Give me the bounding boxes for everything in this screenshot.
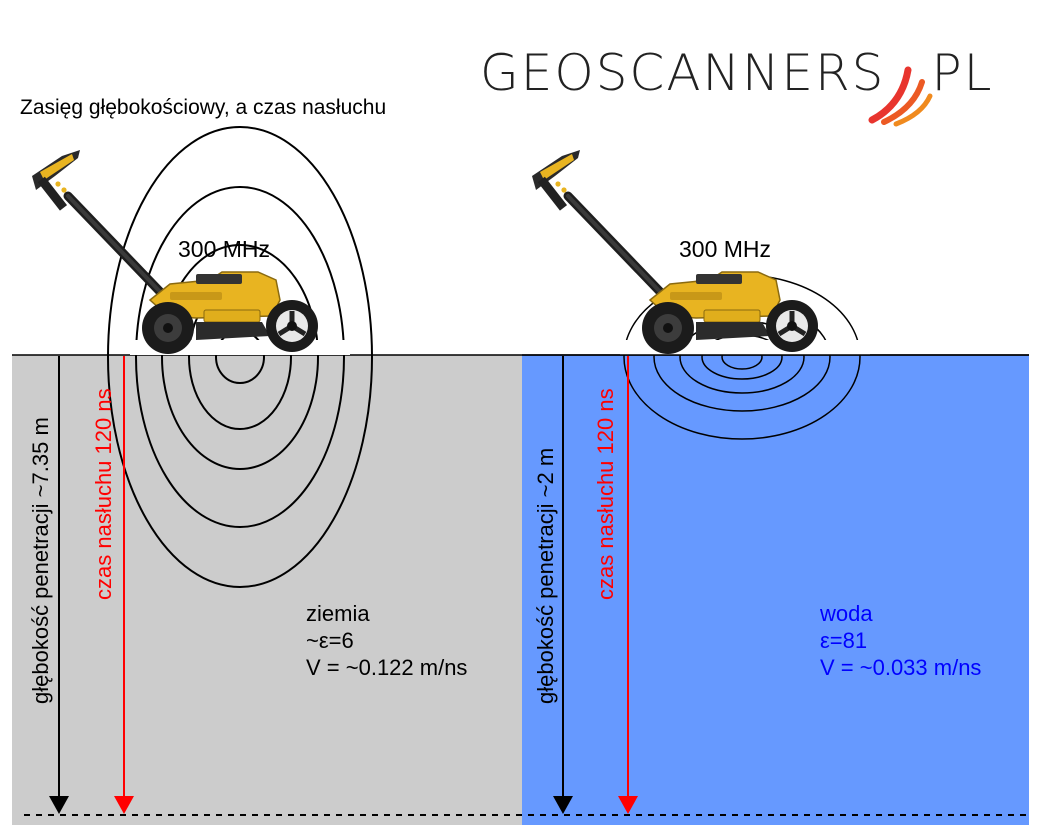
water-name: woda <box>820 601 873 626</box>
soil-wave-rings <box>107 126 373 588</box>
logo-wordmark: GEOSCANNERS PL <box>480 44 993 102</box>
depth-arrow-right <box>553 356 573 814</box>
listen-arrow-left <box>114 356 134 814</box>
water-region <box>522 355 1029 825</box>
soil-velocity: V = ~0.122 m/ns <box>306 655 468 680</box>
water-permittivity: ε=81 <box>820 628 868 653</box>
depth-label-right: głębokość penetracji ~2 m <box>533 447 558 704</box>
page-title: Zasięg głębokościowy, a czas nasłuchu <box>20 96 387 119</box>
water-velocity: V = ~0.033 m/ns <box>820 655 982 680</box>
logo-main: GEOSCANNERS <box>480 44 886 102</box>
soil-name: ziemia <box>306 601 370 626</box>
frequency-label-right: 300 MHz <box>679 236 772 262</box>
soil-permittivity: ~ε=6 <box>306 628 354 653</box>
depth-label-left: głębokość penetracji ~7.35 m <box>28 417 53 704</box>
soil-region <box>12 355 522 825</box>
gpr-cart-left-icon <box>32 150 318 354</box>
logo-waves-icon <box>868 66 933 127</box>
water-medium-info: woda ε=81 V = ~0.033 m/ns <box>820 600 981 681</box>
soil-medium-info: ziemia ~ε=6 V = ~0.122 m/ns <box>306 600 467 681</box>
depth-arrow-left <box>49 356 69 814</box>
time-label-left: czas nasłuchu 120 ns <box>91 388 116 600</box>
frequency-label-left: 300 MHz <box>178 236 271 262</box>
gpr-cart-right-icon <box>532 150 818 354</box>
time-label-right: czas nasłuchu 120 ns <box>593 388 618 600</box>
logo-suffix: PL <box>931 44 994 102</box>
listen-arrow-right <box>618 356 638 814</box>
